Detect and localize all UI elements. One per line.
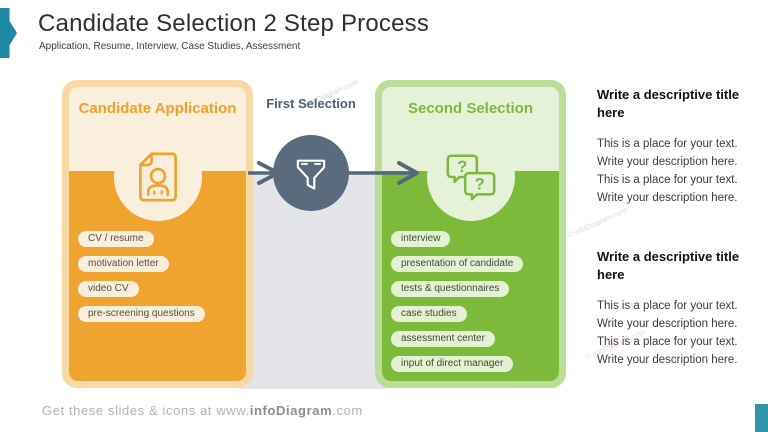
funnel-badge — [273, 135, 349, 211]
description-title: Write a descriptive title here — [597, 249, 740, 283]
list-item: pre-screening questions — [78, 306, 205, 322]
footer-text-prefix: Get these slides & icons at www. — [42, 403, 250, 418]
footer-text-suffix: .com — [332, 403, 363, 418]
list-item: motivation letter — [78, 256, 169, 272]
list-item: presentation of candidate — [391, 256, 524, 272]
step2-title: Second Selection — [407, 100, 534, 117]
list-item: video CV — [78, 281, 139, 297]
cv-document-icon — [138, 152, 177, 202]
list-item: interview — [391, 231, 451, 247]
funnel-icon — [296, 159, 326, 190]
step2-item-list: interview presentation of candidate test… — [391, 231, 524, 372]
description-block-2: Write a descriptive title here This is a… — [597, 248, 757, 370]
svg-text:?: ? — [457, 158, 467, 176]
list-item: tests & questionnaires — [391, 281, 510, 297]
step1-icon-badge — [113, 133, 202, 221]
step1-candidate-application-box: Candidate Application CV / resume motiva… — [62, 80, 253, 388]
watermark: © infoDiagram.com — [565, 205, 629, 240]
description-body: This is a place for your text. Write you… — [597, 300, 738, 366]
footer-credit: Get these slides & icons at www.infoDiag… — [42, 403, 363, 418]
step2-icon-badge: ? ? — [426, 133, 515, 221]
page-subtitle: Application, Resume, Interview, Case Stu… — [39, 41, 301, 52]
description-block-1: Write a descriptive title here This is a… — [597, 86, 757, 208]
description-title: Write a descriptive title here — [597, 87, 740, 121]
connector-label: First Selection — [266, 96, 356, 111]
list-item: assessment center — [391, 331, 495, 347]
list-item: case studies — [391, 306, 467, 322]
page-title: Candidate Selection 2 Step Process — [38, 10, 430, 37]
step1-item-list: CV / resume motivation letter video CV p… — [78, 231, 205, 322]
svg-text:?: ? — [474, 176, 484, 194]
step1-title: Candidate Application — [78, 100, 237, 117]
step2-inner: Second Selection ? ? interview presentat… — [382, 87, 559, 381]
list-item: input of direct manager — [391, 356, 514, 372]
description-body: This is a place for your text. Write you… — [597, 138, 738, 204]
footer-brand: infoDiagram — [249, 403, 333, 418]
question-chat-icon: ? ? — [446, 154, 495, 201]
step1-inner: Candidate Application CV / resume motiva… — [69, 87, 246, 381]
teal-corner-accent — [755, 404, 768, 432]
list-item: CV / resume — [78, 231, 154, 247]
teal-arrow-accent — [0, 8, 17, 58]
step2-second-selection-box: Second Selection ? ? interview presentat… — [375, 80, 566, 388]
